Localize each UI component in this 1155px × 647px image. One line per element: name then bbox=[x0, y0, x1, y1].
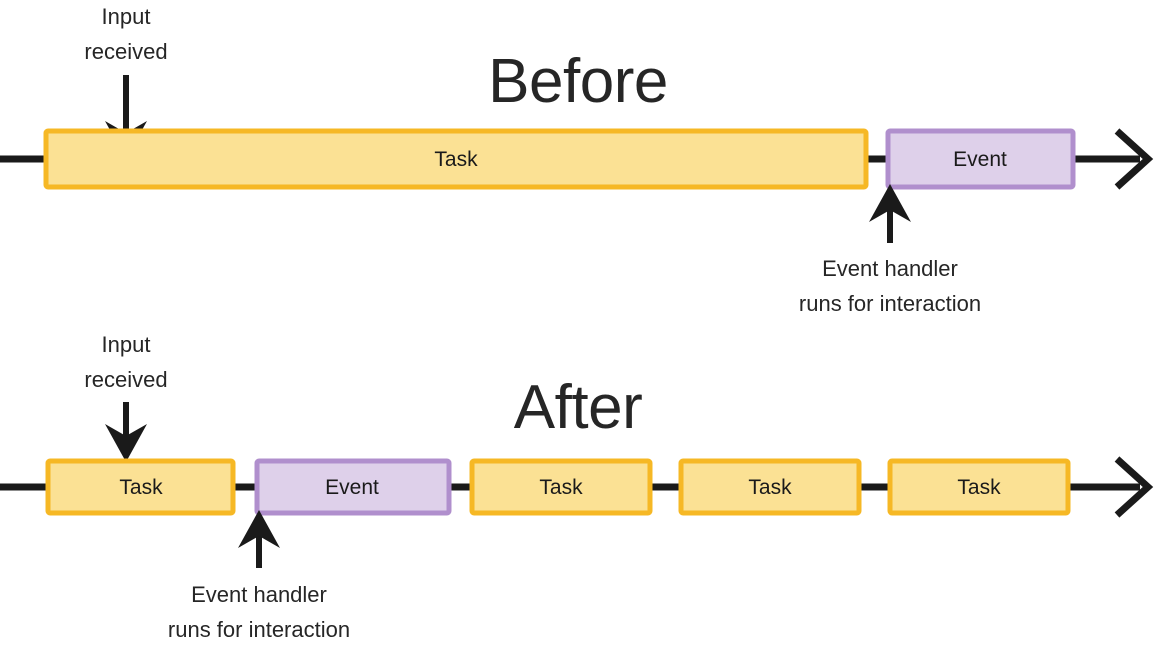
after-task-label-3: Task bbox=[748, 476, 792, 499]
after-block-task-1[interactable]: Task bbox=[45, 458, 236, 516]
after-task-label-4: Task bbox=[957, 476, 1001, 499]
after-block-event[interactable]: Event bbox=[254, 458, 452, 516]
before-input-annotation: Input received bbox=[84, 4, 167, 64]
before-block-event[interactable]: Event bbox=[885, 128, 1076, 190]
after-handler-annotation-line2: runs for interaction bbox=[168, 617, 350, 642]
after-task-box-4[interactable] bbox=[887, 458, 1071, 516]
after-input-annotation: Input received bbox=[84, 332, 167, 392]
before-timeline-arrow-right-icon bbox=[1114, 128, 1154, 190]
before-section-title: Before bbox=[488, 47, 668, 116]
before-input-annotation-line1: Input bbox=[102, 4, 151, 29]
after-task-box-2[interactable] bbox=[469, 458, 653, 516]
after-handler-arrow-up-icon bbox=[238, 510, 280, 568]
after-input-annotation-line2: received bbox=[84, 367, 167, 392]
after-handler-annotation-line1: Event handler bbox=[191, 582, 327, 607]
before-handler-annotation-line1: Event handler bbox=[822, 256, 958, 281]
after-event-label: Event bbox=[325, 476, 379, 499]
before-task-label: Task bbox=[434, 148, 478, 171]
after-task-label-2: Task bbox=[539, 476, 583, 499]
after-section-title: After bbox=[514, 373, 642, 442]
after-timeline-arrow-right-icon bbox=[1114, 456, 1154, 518]
after-task-box-3[interactable] bbox=[678, 458, 862, 516]
after-event-box[interactable] bbox=[254, 458, 452, 516]
after-input-arrow-down-icon bbox=[105, 402, 147, 462]
before-task-box[interactable] bbox=[43, 128, 869, 190]
after-task-label-1: Task bbox=[119, 476, 163, 499]
before-section: Input received Before Task bbox=[0, 4, 1154, 316]
before-handler-annotation-line2: runs for interaction bbox=[799, 291, 981, 316]
before-block-task[interactable]: Task bbox=[43, 128, 869, 190]
after-handler-annotation: Event handler runs for interaction bbox=[168, 582, 350, 642]
after-block-task-3[interactable]: Task bbox=[678, 458, 862, 516]
after-input-annotation-line1: Input bbox=[102, 332, 151, 357]
before-event-label: Event bbox=[953, 148, 1007, 171]
before-handler-annotation: Event handler runs for interaction bbox=[799, 256, 981, 316]
before-event-box[interactable] bbox=[885, 128, 1076, 190]
before-input-annotation-line2: received bbox=[84, 39, 167, 64]
after-task-box-1[interactable] bbox=[45, 458, 236, 516]
after-section: Input received After bbox=[0, 332, 1154, 642]
before-handler-arrow-up-icon bbox=[869, 184, 911, 243]
after-block-task-4[interactable]: Task bbox=[887, 458, 1071, 516]
after-block-task-2[interactable]: Task bbox=[469, 458, 653, 516]
